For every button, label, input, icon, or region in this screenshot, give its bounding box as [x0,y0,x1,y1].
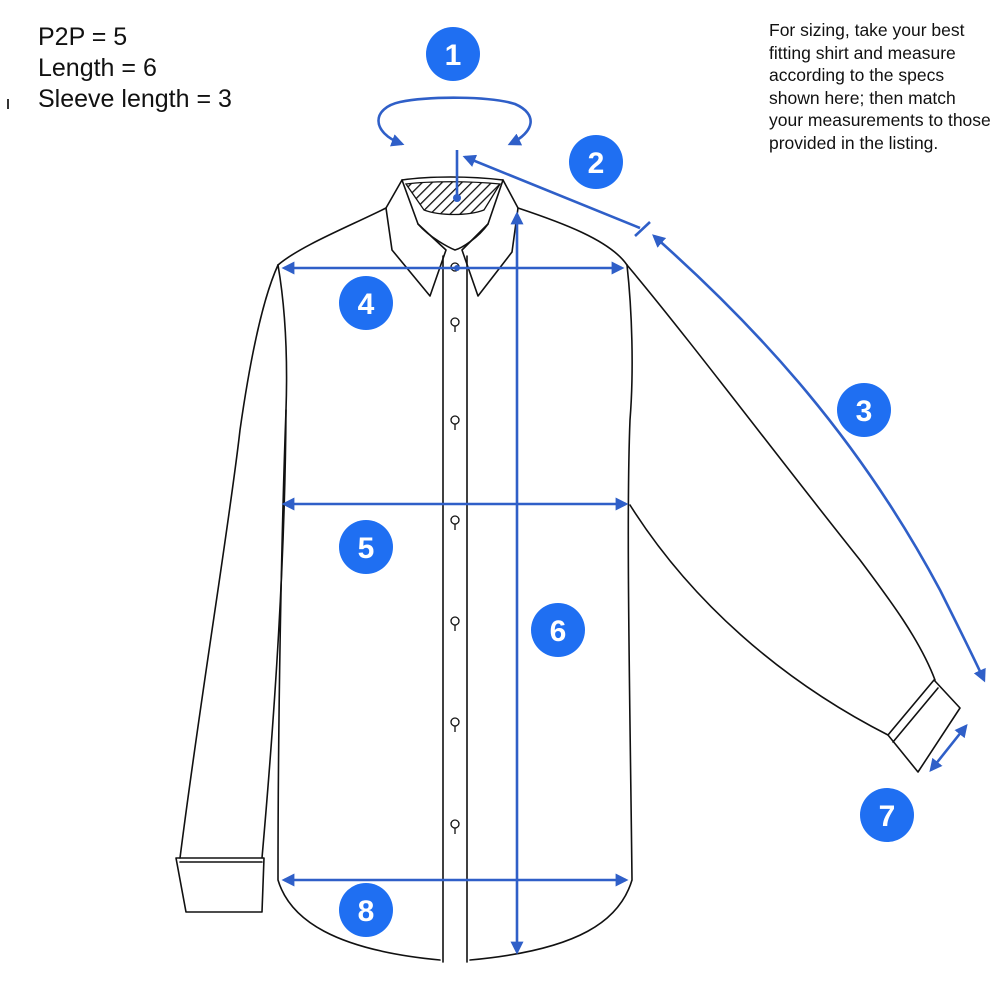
shirt-button [450,819,460,829]
shirt-left-sleeve [179,264,287,859]
badge-4: 4 [339,276,393,330]
badge-7: 7 [860,788,914,842]
shirt-shoulder-right [517,207,628,266]
collar-label-hatch [404,181,502,216]
badge-2: 2 [569,135,623,189]
stray-mark [7,99,9,109]
sleeve-measure-line [652,234,986,683]
shirt-button [450,317,460,327]
legend-line-length: Length = 6 [38,54,157,82]
shoulder-tick [634,221,651,237]
chest-center-dot [454,265,460,271]
shirt-placket [442,255,468,963]
badge-8-label: 8 [358,895,375,928]
badge-6: 6 [531,603,585,657]
badge-7-label: 7 [879,800,896,833]
shirt-right-sleeve [626,264,936,736]
shirt-button [450,717,460,727]
legend-line-p2p: P2P = 5 [38,23,128,51]
badge-5-label: 5 [358,532,375,565]
shirt-button [450,616,460,626]
neck-pointer-dot [453,194,461,202]
shirt-body-right-side [469,264,633,961]
badge-1: 1 [426,27,480,81]
shirt-shoulder-left [277,207,387,266]
badge-4-label: 4 [358,288,375,321]
shoulder-measure-line [462,154,641,230]
badge-1-label: 1 [445,39,462,72]
shirt-button [450,415,460,425]
badge-5: 5 [339,520,393,574]
badge-3: 3 [837,383,891,437]
badge-2-label: 2 [588,147,605,180]
cuff-measure-line [929,723,968,773]
legend-line-sleeve: Sleeve length = 3 [38,85,232,113]
shirt-left-cuff [175,857,265,913]
neck-measure-arc [377,96,532,147]
measurement-lines [281,96,986,955]
shirt-button [450,515,460,525]
badge-3-label: 3 [856,395,873,428]
shirt-buttons [450,262,460,829]
shirt-body-left-side [277,264,441,961]
shirt-outline [175,176,961,963]
badge-6-label: 6 [550,615,567,648]
sizing-instructions: For sizing, take your best fitting shirt… [769,20,991,153]
shirt-right-cuff [887,679,961,773]
badge-8: 8 [339,883,393,937]
shirt-collar-back [401,176,504,181]
measurement-legend: P2P = 5 Length = 6 Sleeve length = 3 [38,22,232,115]
shirt-collar-stand [417,223,489,251]
shirt-right-cuff-fold [892,687,939,743]
